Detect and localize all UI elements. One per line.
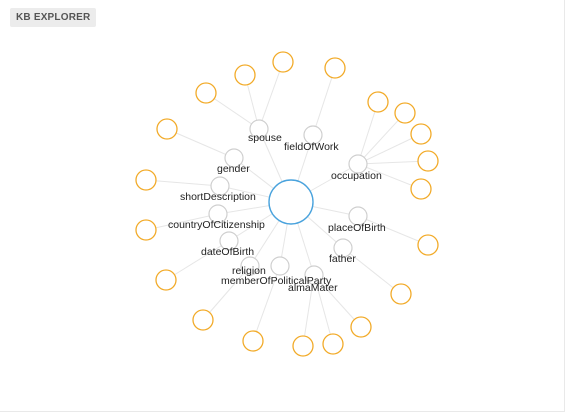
property-label-spouse: spouse [248,132,282,144]
value-node[interactable] [135,169,157,191]
value-node[interactable] [350,316,372,338]
edge-property-to-value [166,128,235,159]
value-node[interactable] [410,178,432,200]
property-node-countryOfCitizenship[interactable] [208,204,228,224]
value-node[interactable] [272,51,294,73]
edge-property-to-value [357,133,422,165]
edge-property-to-value [205,92,260,130]
value-node[interactable] [292,335,314,357]
property-label-placeOfBirth: placeOfBirth [328,222,386,234]
center-entity-node[interactable] [268,179,314,225]
property-label-almaMater: almaMater [288,282,338,294]
property-label-countryOfCitizenship: countryOfCitizenship [168,219,265,231]
value-node[interactable] [410,123,432,145]
property-node-occupation[interactable] [348,154,368,174]
value-node[interactable] [242,330,264,352]
property-node-memberOfPoliticalParty[interactable] [270,256,290,276]
value-node[interactable] [417,234,439,256]
value-node[interactable] [322,333,344,355]
edge-property-to-value [357,163,422,190]
edge-property-to-value [357,101,379,165]
graph-property-nodes [208,119,368,285]
value-node[interactable] [192,309,214,331]
edge-property-to-value [202,265,251,321]
property-node-dateOfBirth[interactable] [219,231,239,251]
value-node[interactable] [155,269,177,291]
edge-property-to-value [302,274,315,347]
value-node[interactable] [234,64,256,86]
property-label-dateOfBirth: dateOfBirth [201,246,254,258]
edge-property-to-value [312,67,336,136]
value-node[interactable] [156,118,178,140]
edge-property-to-value [357,160,429,165]
value-node[interactable] [367,91,389,113]
value-node[interactable] [324,57,346,79]
graph-value-nodes [135,51,439,357]
edge-property-to-value [165,240,230,281]
property-label-shortDescription: shortDescription [180,191,256,203]
property-node-father[interactable] [333,238,353,258]
value-node[interactable] [195,82,217,104]
graph-property-labels: spouse fieldOfWork gender occupation sho… [168,132,386,294]
property-label-father: father [329,253,356,265]
property-node-spouse[interactable] [249,119,269,139]
edge-property-to-value [313,274,334,345]
kb-explorer-badge[interactable]: KB EXPLORER [10,8,97,27]
property-node-almaMater[interactable] [304,265,324,285]
edge-property-to-value [357,112,406,165]
property-label-gender: gender [217,163,250,175]
property-label-memberOfPoliticalParty: memberOfPoliticalParty [221,275,332,287]
property-label-occupation: occupation [331,170,382,182]
property-node-shortDescription[interactable] [210,176,230,196]
kb-explorer-panel: KB EXPLORER spouse fieldOfWork gender oc… [0,0,565,412]
property-node-religion[interactable] [240,256,260,276]
edge-property-to-value [357,215,429,246]
property-label-religion: religion [232,265,266,277]
property-label-fieldOfWork: fieldOfWork [284,141,339,153]
edge-property-to-value [342,247,402,295]
edge-property-to-value [313,274,362,328]
value-node[interactable] [135,219,157,241]
value-node[interactable] [417,150,439,172]
value-node[interactable] [394,102,416,124]
edge-property-to-value [258,61,284,130]
property-node-fieldOfWork[interactable] [303,125,323,145]
edge-property-to-value [145,213,219,231]
edge-property-to-value [252,265,281,342]
edge-property-to-value [145,179,221,187]
property-node-gender[interactable] [224,148,244,168]
value-node[interactable] [390,283,412,305]
property-node-placeOfBirth[interactable] [348,206,368,226]
